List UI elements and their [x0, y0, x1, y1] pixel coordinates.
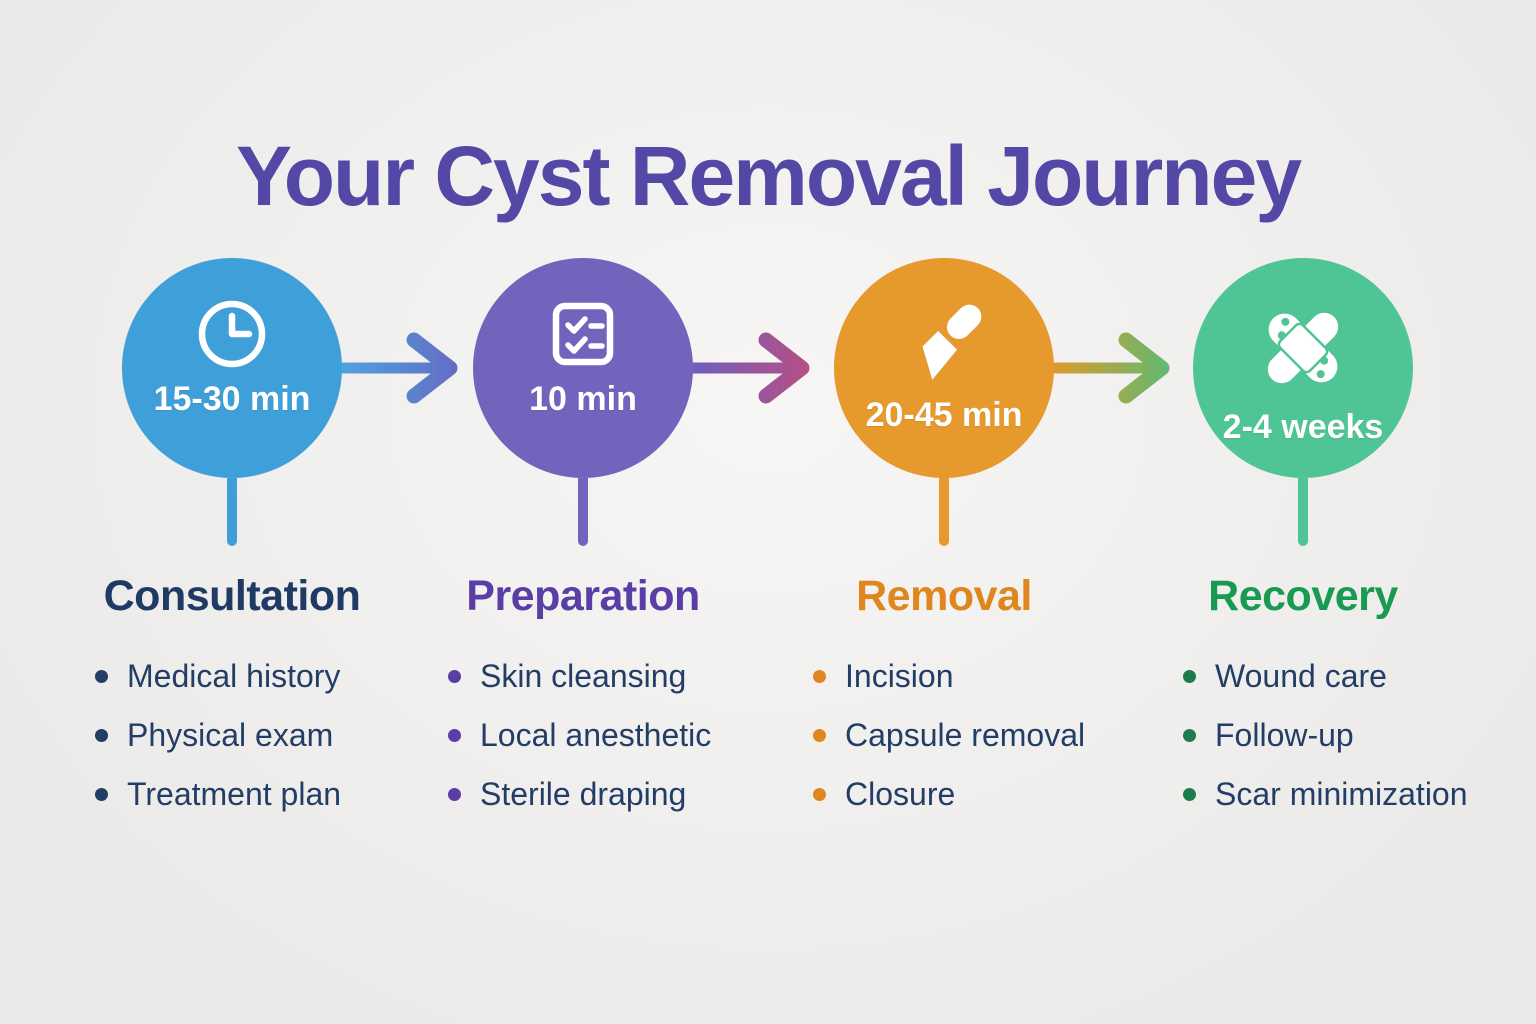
list-item-label: Wound care: [1215, 658, 1387, 694]
list-item: Capsule removal: [813, 706, 1134, 765]
bullet-dot: [448, 788, 461, 801]
list-item-label: Physical exam: [127, 717, 334, 753]
stage-preparation: 10 min Preparation Skin cleansing Local …: [393, 258, 773, 824]
stage-item-list: Wound care Follow-up Scar minimization: [1113, 647, 1493, 824]
stage-circle: 20-45 min: [834, 258, 1054, 478]
stage-heading: Preparation: [466, 572, 700, 620]
list-item-label: Capsule removal: [845, 717, 1086, 753]
page-title: Your Cyst Removal Journey: [235, 129, 1302, 224]
stage-circle: 15-30 min: [122, 258, 342, 478]
stage-duration: 15-30 min: [153, 380, 311, 418]
list-item: Medical history: [95, 647, 422, 706]
bullet-dot: [448, 729, 461, 742]
bullet-dot: [813, 670, 826, 683]
list-item: Sterile draping: [448, 765, 773, 824]
stage-stem-line: [227, 478, 237, 546]
stage-circle: 2-4 weeks: [1193, 258, 1413, 478]
bullet-dot: [95, 788, 108, 801]
bullet-dot: [813, 788, 826, 801]
list-item-label: Closure: [845, 776, 956, 812]
list-item-label: Medical history: [127, 658, 341, 694]
stage-duration: 10 min: [529, 380, 637, 418]
stage-heading: Removal: [856, 572, 1032, 620]
list-item: Local anesthetic: [448, 706, 773, 765]
list-item: Follow-up: [1183, 706, 1493, 765]
checklist-icon: [552, 302, 614, 366]
arrow-removal-to-recovery: [1050, 332, 1170, 404]
stage-removal: 20-45 min Removal Incision Capsule remov…: [754, 258, 1134, 824]
clock-icon: [198, 300, 266, 368]
stage-item-list: Skin cleansing Local anesthetic Sterile …: [393, 647, 773, 824]
stage-item-list: Medical history Physical exam Treatment …: [42, 647, 422, 824]
scalpel-icon: [922, 304, 982, 380]
bullet-dot: [1183, 670, 1196, 683]
list-item-label: Follow-up: [1215, 717, 1354, 753]
list-item-label: Incision: [845, 658, 954, 694]
stage-stem-line: [578, 478, 588, 546]
list-item: Closure: [813, 765, 1134, 824]
bullet-dot: [95, 670, 108, 683]
stage-duration: 2-4 weeks: [1222, 408, 1384, 446]
list-item: Treatment plan: [95, 765, 422, 824]
list-item-label: Skin cleansing: [480, 658, 687, 694]
bullet-dot: [448, 670, 461, 683]
stage-heading: Consultation: [103, 572, 361, 620]
stage-recovery: 2-4 weeks Recovery Wound care Follow-up …: [1113, 258, 1493, 824]
list-item: Wound care: [1183, 647, 1493, 706]
stage-heading: Recovery: [1208, 572, 1398, 620]
list-item: Scar minimization: [1183, 765, 1493, 824]
arrow-preparation-to-removal: [690, 332, 810, 404]
list-item: Physical exam: [95, 706, 422, 765]
list-item-label: Treatment plan: [127, 776, 342, 812]
list-item: Incision: [813, 647, 1134, 706]
stage-duration: 20-45 min: [865, 396, 1023, 434]
list-item-label: Local anesthetic: [480, 717, 712, 753]
list-item-label: Sterile draping: [480, 776, 687, 812]
bullet-dot: [1183, 729, 1196, 742]
bandage-icon: [1267, 312, 1339, 384]
stage-consultation: 15-30 min Consultation Medical history P…: [42, 258, 422, 824]
bullet-dot: [813, 729, 826, 742]
bullet-dot: [1183, 788, 1196, 801]
list-item-label: Scar minimization: [1215, 776, 1468, 812]
stage-circle: 10 min: [473, 258, 693, 478]
stage-stem-line: [1298, 478, 1308, 546]
arrow-consultation-to-preparation: [338, 332, 458, 404]
stage-stem-line: [939, 478, 949, 546]
bullet-dot: [95, 729, 108, 742]
list-item: Skin cleansing: [448, 647, 773, 706]
stage-item-list: Incision Capsule removal Closure: [754, 647, 1134, 824]
